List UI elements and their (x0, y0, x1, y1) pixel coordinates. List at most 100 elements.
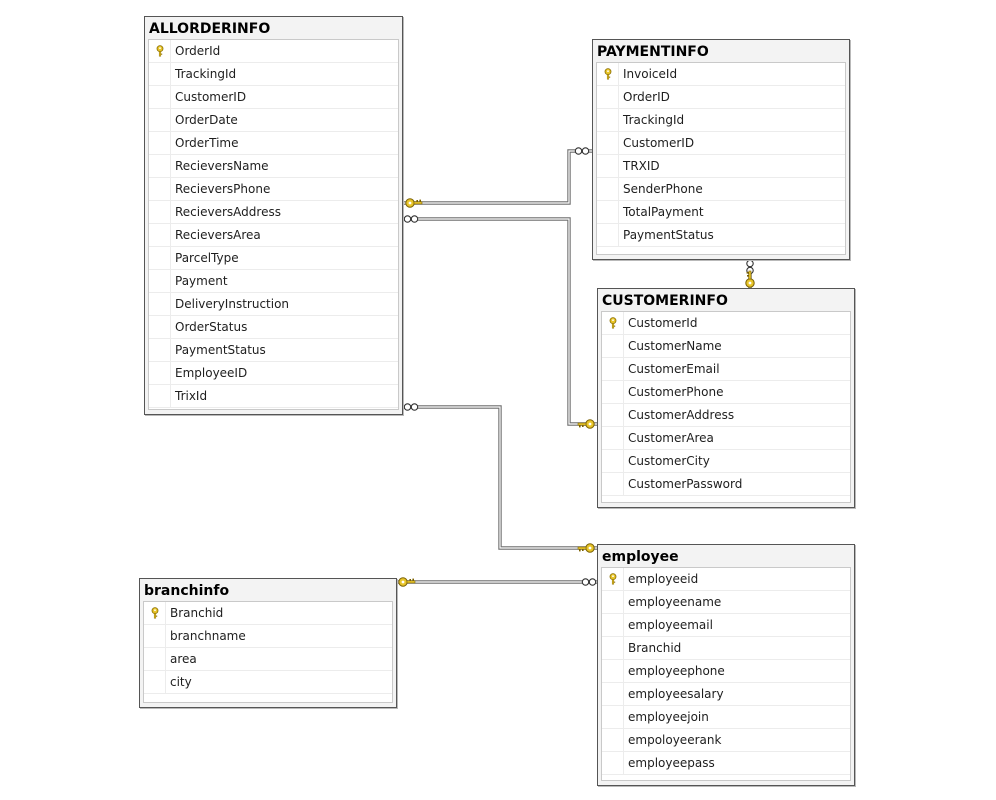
column-name: TrackingId (175, 67, 237, 81)
column-row[interactable]: OrderDate (149, 109, 398, 132)
relationship-allorderinfo-paymentinfo (404, 149, 592, 205)
column-row[interactable]: Branchid (602, 637, 850, 660)
column-row[interactable]: employeeid (602, 568, 850, 591)
key-cell (149, 155, 171, 177)
key-cell (602, 381, 624, 403)
key-cell (602, 358, 624, 380)
column-row[interactable]: OrderId (149, 40, 398, 63)
column-row[interactable]: employeejoin (602, 706, 850, 729)
column-row[interactable]: CustomerName (602, 335, 850, 358)
column-row[interactable]: employeepass (602, 752, 850, 775)
column-row[interactable]: employeephone (602, 660, 850, 683)
key-cell (597, 63, 619, 85)
column-name: Branchid (628, 641, 682, 655)
table-title[interactable]: PAYMENTINFO (597, 44, 709, 60)
column-row[interactable]: OrderStatus (149, 316, 398, 339)
infinity-end-icon (574, 147, 590, 155)
column-row[interactable]: employeename (602, 591, 850, 614)
key-end-icon (577, 543, 595, 553)
key-cell (144, 648, 166, 670)
column-row[interactable]: SenderPhone (597, 178, 845, 201)
column-row[interactable]: empoloyeerank (602, 729, 850, 752)
column-name: employeeid (628, 572, 699, 586)
key-cell (149, 270, 171, 292)
column-row[interactable]: CustomerID (149, 86, 398, 109)
column-row[interactable]: TrackingId (597, 109, 845, 132)
column-row[interactable]: CustomerCity (602, 450, 850, 473)
column-row[interactable]: branchname (144, 625, 392, 648)
table-title[interactable]: CUSTOMERINFO (602, 293, 728, 309)
key-cell (597, 132, 619, 154)
column-row[interactable]: city (144, 671, 392, 694)
column-name: CustomerAddress (628, 408, 735, 422)
column-row[interactable]: OrderID (597, 86, 845, 109)
key-cell (597, 178, 619, 200)
column-row[interactable]: RecieversArea (149, 224, 398, 247)
key-cell (144, 671, 166, 693)
column-name: CustomerName (628, 339, 722, 353)
key-cell (149, 86, 171, 108)
column-row[interactable]: PaymentStatus (597, 224, 845, 247)
key-cell (602, 427, 624, 449)
column-row[interactable]: CustomerArea (602, 427, 850, 450)
column-row[interactable]: TRXID (597, 155, 845, 178)
column-row[interactable]: Payment (149, 270, 398, 293)
key-cell (597, 201, 619, 223)
column-row[interactable]: TrackingId (149, 63, 398, 86)
key-end-icon (398, 577, 416, 587)
key-cell (602, 637, 624, 659)
column-row[interactable]: PaymentStatus (149, 339, 398, 362)
column-name: TrackingId (623, 113, 685, 127)
column-name: CustomerEmail (628, 362, 720, 376)
column-name: PaymentStatus (623, 228, 714, 242)
primary-key-icon (609, 573, 617, 585)
key-cell (597, 109, 619, 131)
key-cell (602, 729, 624, 751)
column-name: branchname (170, 629, 246, 643)
column-row[interactable]: EmployeeID (149, 362, 398, 385)
column-name: Branchid (170, 606, 224, 620)
column-row[interactable]: CustomerEmail (602, 358, 850, 381)
column-row[interactable]: CustomerID (597, 132, 845, 155)
column-row[interactable]: TotalPayment (597, 201, 845, 224)
column-row[interactable]: TrixId (149, 385, 398, 408)
column-row[interactable]: DeliveryInstruction (149, 293, 398, 316)
column-row[interactable]: CustomerAddress (602, 404, 850, 427)
column-row[interactable]: CustomerId (602, 312, 850, 335)
column-row[interactable]: ParcelType (149, 247, 398, 270)
table-title[interactable]: ALLORDERINFO (149, 21, 271, 37)
column-name: OrderTime (175, 136, 239, 150)
relationship-allorderinfo-employee-inner (404, 406, 597, 549)
key-cell (144, 625, 166, 647)
column-row[interactable]: area (144, 648, 392, 671)
column-name: employeejoin (628, 710, 709, 724)
key-cell (149, 201, 171, 223)
column-row[interactable]: RecieversPhone (149, 178, 398, 201)
table-title[interactable]: employee (602, 549, 679, 565)
table-title[interactable]: branchinfo (144, 583, 230, 599)
table-branchinfo[interactable]: branchinfo Branchid branchname area city (139, 578, 397, 708)
column-row[interactable]: employeemail (602, 614, 850, 637)
column-name: city (170, 675, 192, 689)
column-row[interactable]: OrderTime (149, 132, 398, 155)
key-cell (597, 155, 619, 177)
column-row[interactable]: RecieversAddress (149, 201, 398, 224)
column-row[interactable]: CustomerPhone (602, 381, 850, 404)
column-name: CustomerPhone (628, 385, 724, 399)
key-cell (597, 86, 619, 108)
key-cell (149, 63, 171, 85)
column-row[interactable]: CustomerPassword (602, 473, 850, 496)
column-row[interactable]: RecieversName (149, 155, 398, 178)
column-row[interactable]: Branchid (144, 602, 392, 625)
column-row[interactable]: employeesalary (602, 683, 850, 706)
column-row[interactable]: InvoiceId (597, 63, 845, 86)
key-cell (149, 224, 171, 246)
key-cell (149, 362, 171, 384)
